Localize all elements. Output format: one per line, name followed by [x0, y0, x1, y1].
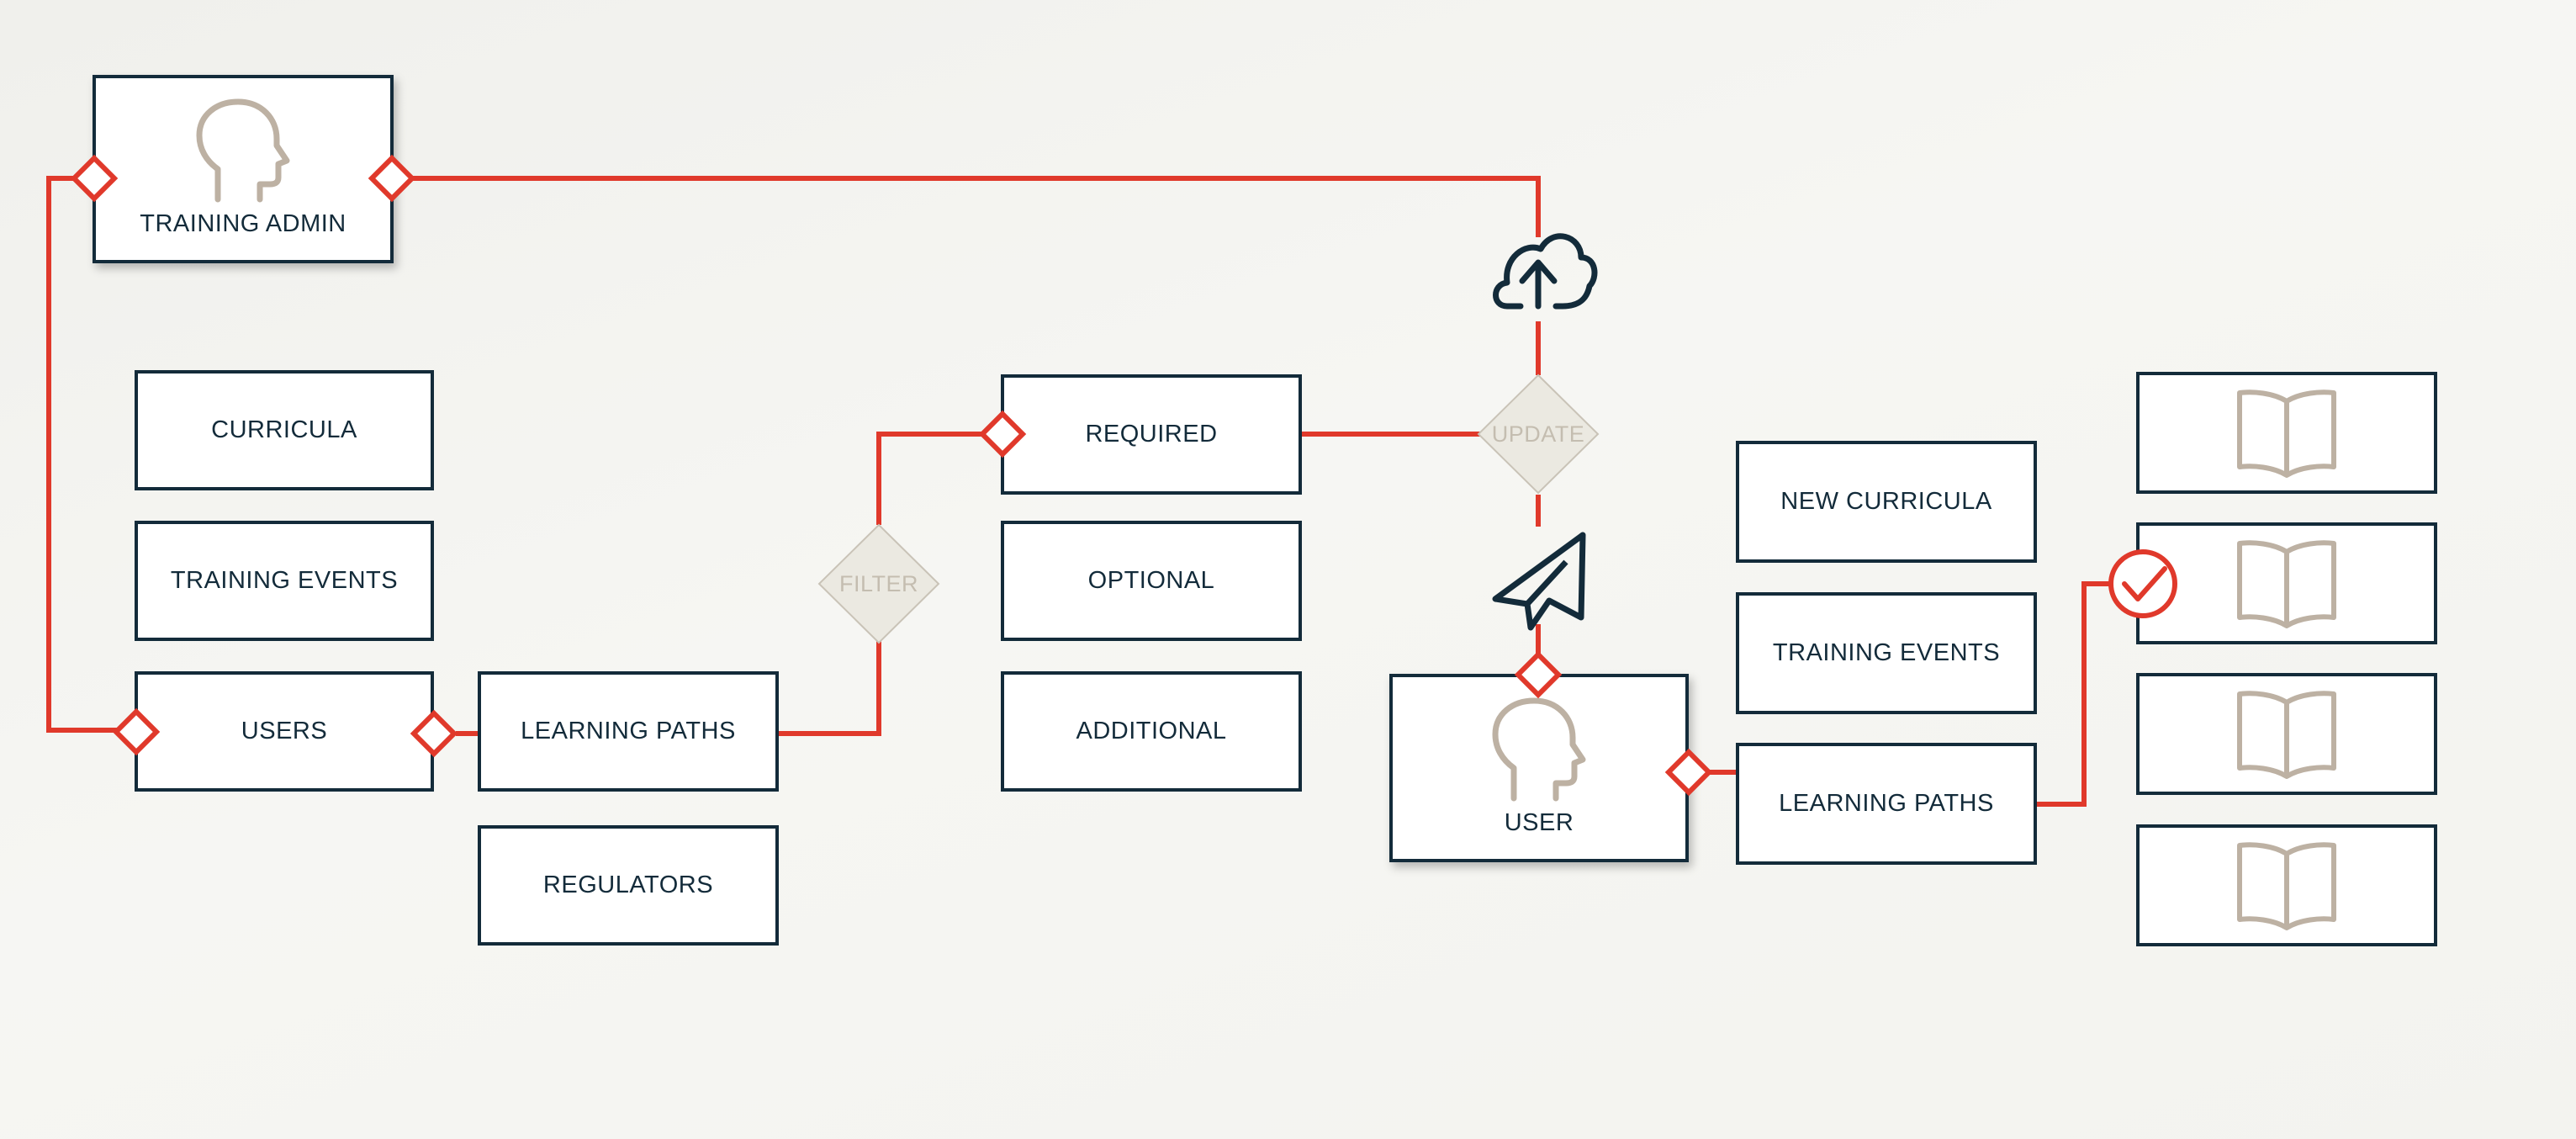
training-admin-box[interactable]: TRAINING ADMIN — [93, 75, 394, 263]
connector-node — [410, 709, 458, 758]
regulators-box[interactable]: REGULATORS — [478, 825, 779, 946]
book-box[interactable] — [2136, 824, 2437, 946]
training-events-box[interactable]: TRAINING EVENTS — [135, 521, 434, 641]
curricula-label: CURRICULA — [211, 416, 357, 443]
connector-node — [70, 154, 119, 203]
user-learning-paths-box[interactable]: LEARNING PATHS — [1736, 743, 2037, 865]
training-admin-label: TRAINING ADMIN — [140, 210, 346, 237]
connector-learning-paths-to-books — [2035, 581, 2109, 807]
users-label: USERS — [241, 718, 328, 744]
book-box[interactable] — [2136, 673, 2437, 795]
check-circle-icon — [2108, 549, 2177, 618]
connector-admin-to-update — [404, 176, 1541, 237]
book-box[interactable] — [2136, 372, 2437, 494]
connector-node — [1664, 748, 1713, 797]
connector-node — [112, 707, 161, 756]
person-head-icon — [1492, 697, 1586, 802]
training-events-label: TRAINING EVENTS — [170, 567, 399, 594]
learning-paths-label: LEARNING PATHS — [521, 718, 736, 744]
user-box[interactable]: USER — [1389, 674, 1689, 862]
user-learning-paths-label: LEARNING PATHS — [1779, 790, 1994, 817]
book-box[interactable] — [2136, 522, 2437, 644]
cloud-upload-icon — [1493, 233, 1598, 310]
connector-node — [978, 410, 1027, 458]
optional-box[interactable]: OPTIONAL — [1001, 521, 1302, 641]
connector-node — [368, 154, 416, 203]
paper-plane-icon — [1492, 532, 1586, 631]
new-curricula-box[interactable]: NEW CURRICULA — [1736, 441, 2037, 563]
open-book-icon — [2237, 389, 2336, 478]
connector-admin-to-users — [46, 176, 118, 733]
open-book-icon — [2237, 841, 2336, 930]
update-decision[interactable]: UPDATE — [1477, 373, 1600, 495]
user-training-events-label: TRAINING EVENTS — [1772, 639, 2001, 666]
user-training-events-box[interactable]: TRAINING EVENTS — [1736, 592, 2037, 714]
user-label: USER — [1504, 809, 1574, 836]
curricula-box[interactable]: CURRICULA — [135, 370, 434, 490]
connector-learning-paths-to-filter — [777, 641, 881, 736]
regulators-label: REGULATORS — [542, 871, 714, 898]
new-curricula-label: NEW CURRICULA — [1780, 488, 1992, 515]
learning-paths-box[interactable]: LEARNING PATHS — [478, 671, 779, 792]
open-book-icon — [2237, 690, 2336, 779]
optional-label: OPTIONAL — [1087, 567, 1215, 594]
open-book-icon — [2237, 539, 2336, 628]
connector-filter-to-required — [876, 432, 984, 525]
connector-node — [1514, 650, 1563, 699]
users-box[interactable]: USERS — [135, 671, 434, 792]
person-head-icon — [196, 98, 290, 203]
update-label: UPDATE — [1492, 421, 1585, 447]
required-label: REQUIRED — [1085, 421, 1218, 448]
additional-box[interactable]: ADDITIONAL — [1001, 671, 1302, 792]
additional-label: ADDITIONAL — [1076, 718, 1227, 744]
filter-label: FILTER — [839, 571, 918, 596]
filter-decision[interactable]: FILTER — [817, 523, 940, 644]
